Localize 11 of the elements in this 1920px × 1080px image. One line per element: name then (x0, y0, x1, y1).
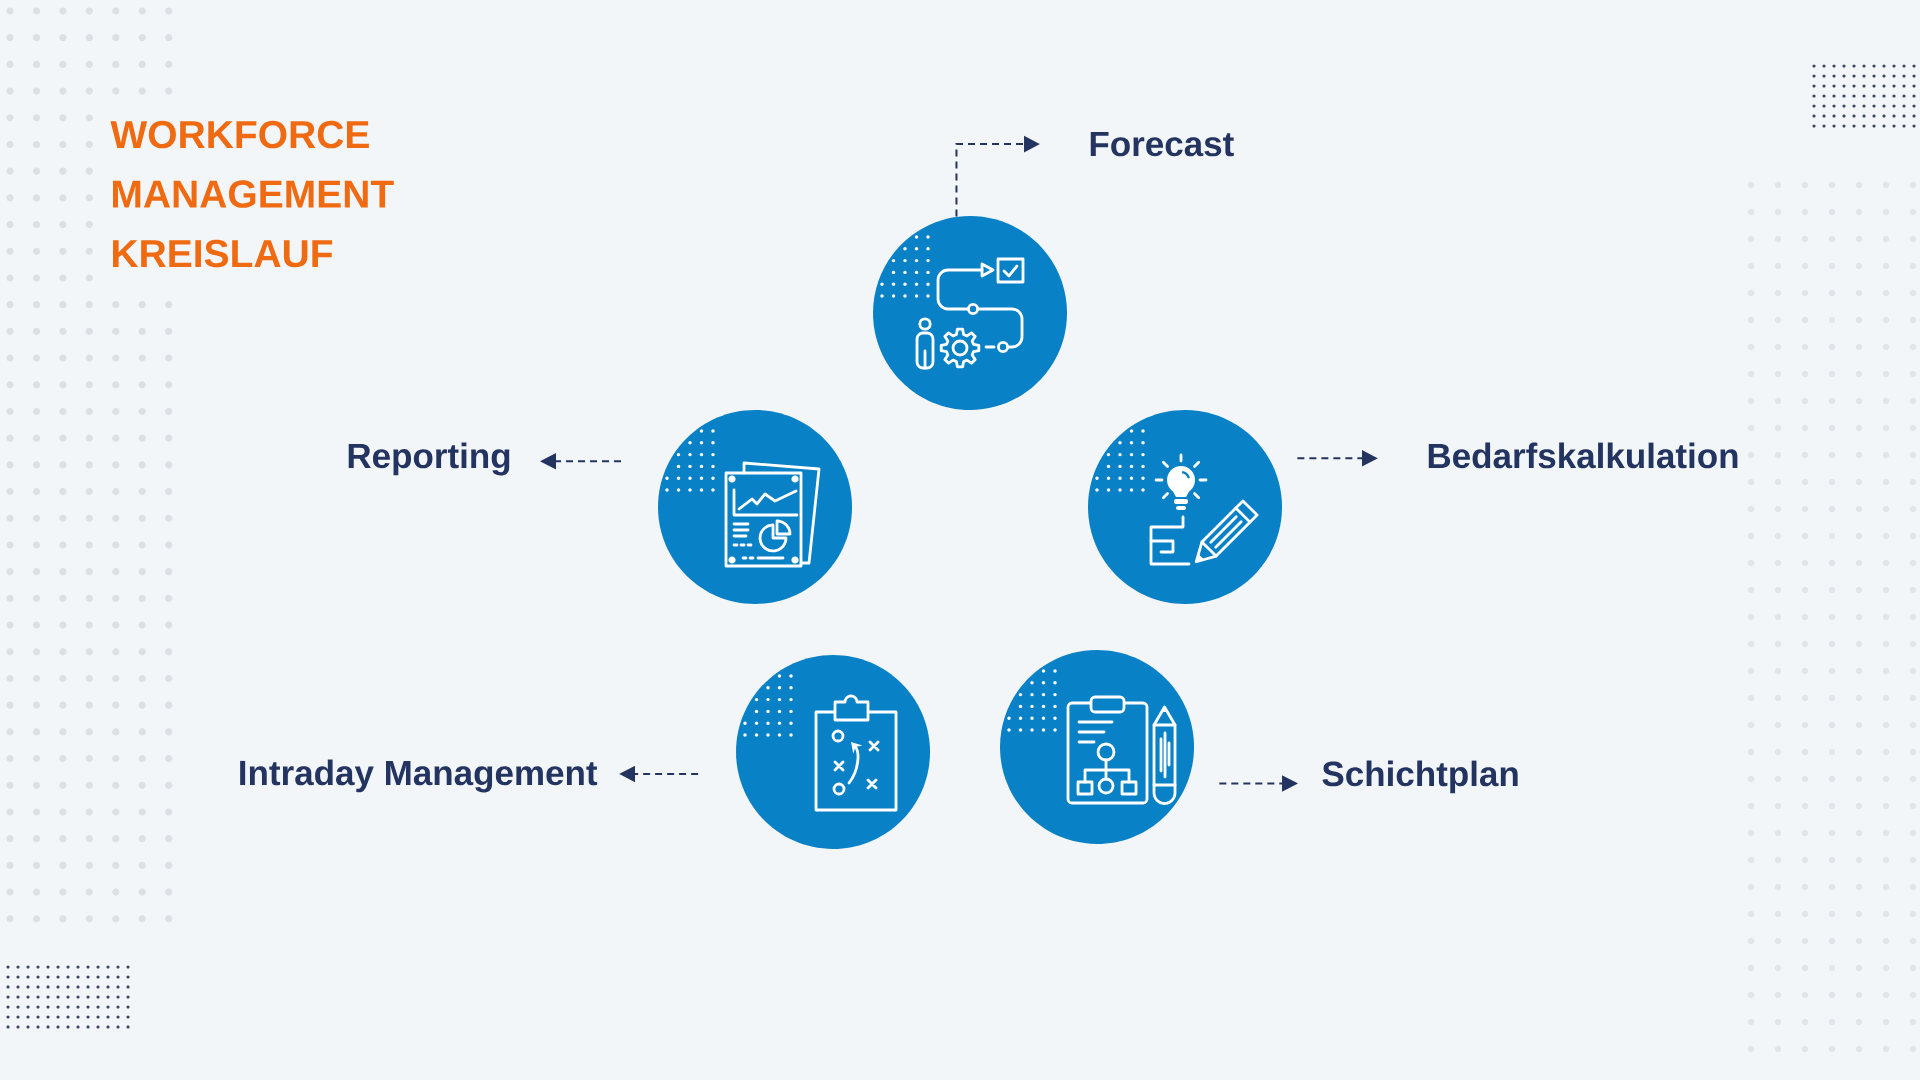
step-label: Forecast (1090, 131, 1234, 157)
step-label: Intraday Management (240, 759, 598, 793)
icon-circle (658, 410, 852, 604)
step-label: Reporting (348, 442, 510, 476)
icon-circle (1000, 650, 1194, 844)
icon-circle (873, 216, 1067, 410)
step-label: Schichtplan (1322, 760, 1518, 794)
step-label: Bedarfskalkulation (1428, 442, 1738, 469)
icon-circle (736, 655, 930, 849)
icon-circle (1088, 410, 1282, 604)
title: WORKFORCE MANAGEMENT KREISLAUF (110, 120, 394, 268)
